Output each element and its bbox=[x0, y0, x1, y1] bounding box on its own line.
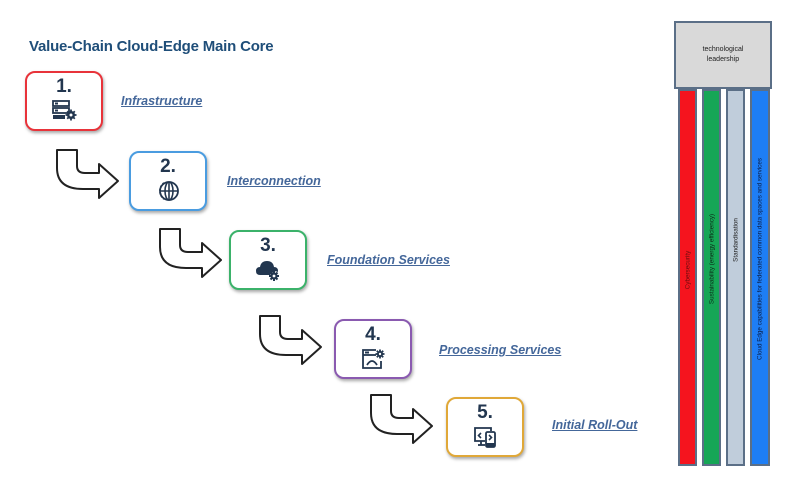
step-1-number: 1. bbox=[56, 76, 72, 97]
pillar-cybersecurity: Cybersecurity bbox=[678, 89, 697, 466]
server-gear-icon bbox=[52, 100, 77, 121]
diagram-title: Value-Chain Cloud-Edge Main Core bbox=[29, 38, 274, 55]
cloud-gear-icon bbox=[256, 261, 279, 281]
technological-leadership-box: technological leadership bbox=[674, 21, 772, 89]
step-2-box: 2. bbox=[129, 151, 207, 211]
step-2-label[interactable]: Interconnection bbox=[227, 174, 321, 188]
pillar-standardisation: Standardisation bbox=[726, 89, 745, 466]
technological-leadership-label: technological leadership bbox=[702, 46, 744, 63]
devices-code-icon bbox=[474, 427, 496, 448]
arrow-4-icon bbox=[370, 394, 433, 444]
globe-network-icon bbox=[159, 181, 179, 201]
step-3-box: 3. bbox=[229, 230, 307, 290]
step-1-box: 1. bbox=[25, 71, 103, 131]
step-4-label[interactable]: Processing Services bbox=[439, 343, 562, 357]
pillar-sustainability-label: Sustainability (energy efficiency) bbox=[708, 213, 715, 304]
step-4-box: 4. bbox=[334, 319, 412, 379]
window-gear-icon bbox=[362, 349, 385, 369]
arrow-3-icon bbox=[259, 315, 322, 365]
step-5-label[interactable]: Initial Roll-Out bbox=[552, 418, 638, 432]
pillar-sustainability: Sustainability (energy efficiency) bbox=[702, 89, 721, 466]
pillar-cloud-edge-label: Cloud Edge capabilities for federated co… bbox=[756, 157, 764, 360]
step-3-label[interactable]: Foundation Services bbox=[327, 253, 450, 267]
step-1-label[interactable]: Infrastructure bbox=[121, 94, 203, 108]
pillar-standardisation-label: Standardisation bbox=[732, 218, 739, 263]
arrow-1-icon bbox=[56, 149, 119, 199]
arrow-2-icon bbox=[159, 228, 222, 278]
step-5-number: 5. bbox=[477, 402, 493, 423]
step-2-number: 2. bbox=[160, 156, 176, 177]
pillar-cybersecurity-label: Cybersecurity bbox=[684, 250, 691, 290]
pillar-cloud-edge: Cloud Edge capabilities for federated co… bbox=[750, 89, 770, 466]
step-4-number: 4. bbox=[365, 324, 381, 345]
step-5-box: 5. bbox=[446, 397, 524, 457]
step-3-number: 3. bbox=[260, 235, 276, 256]
